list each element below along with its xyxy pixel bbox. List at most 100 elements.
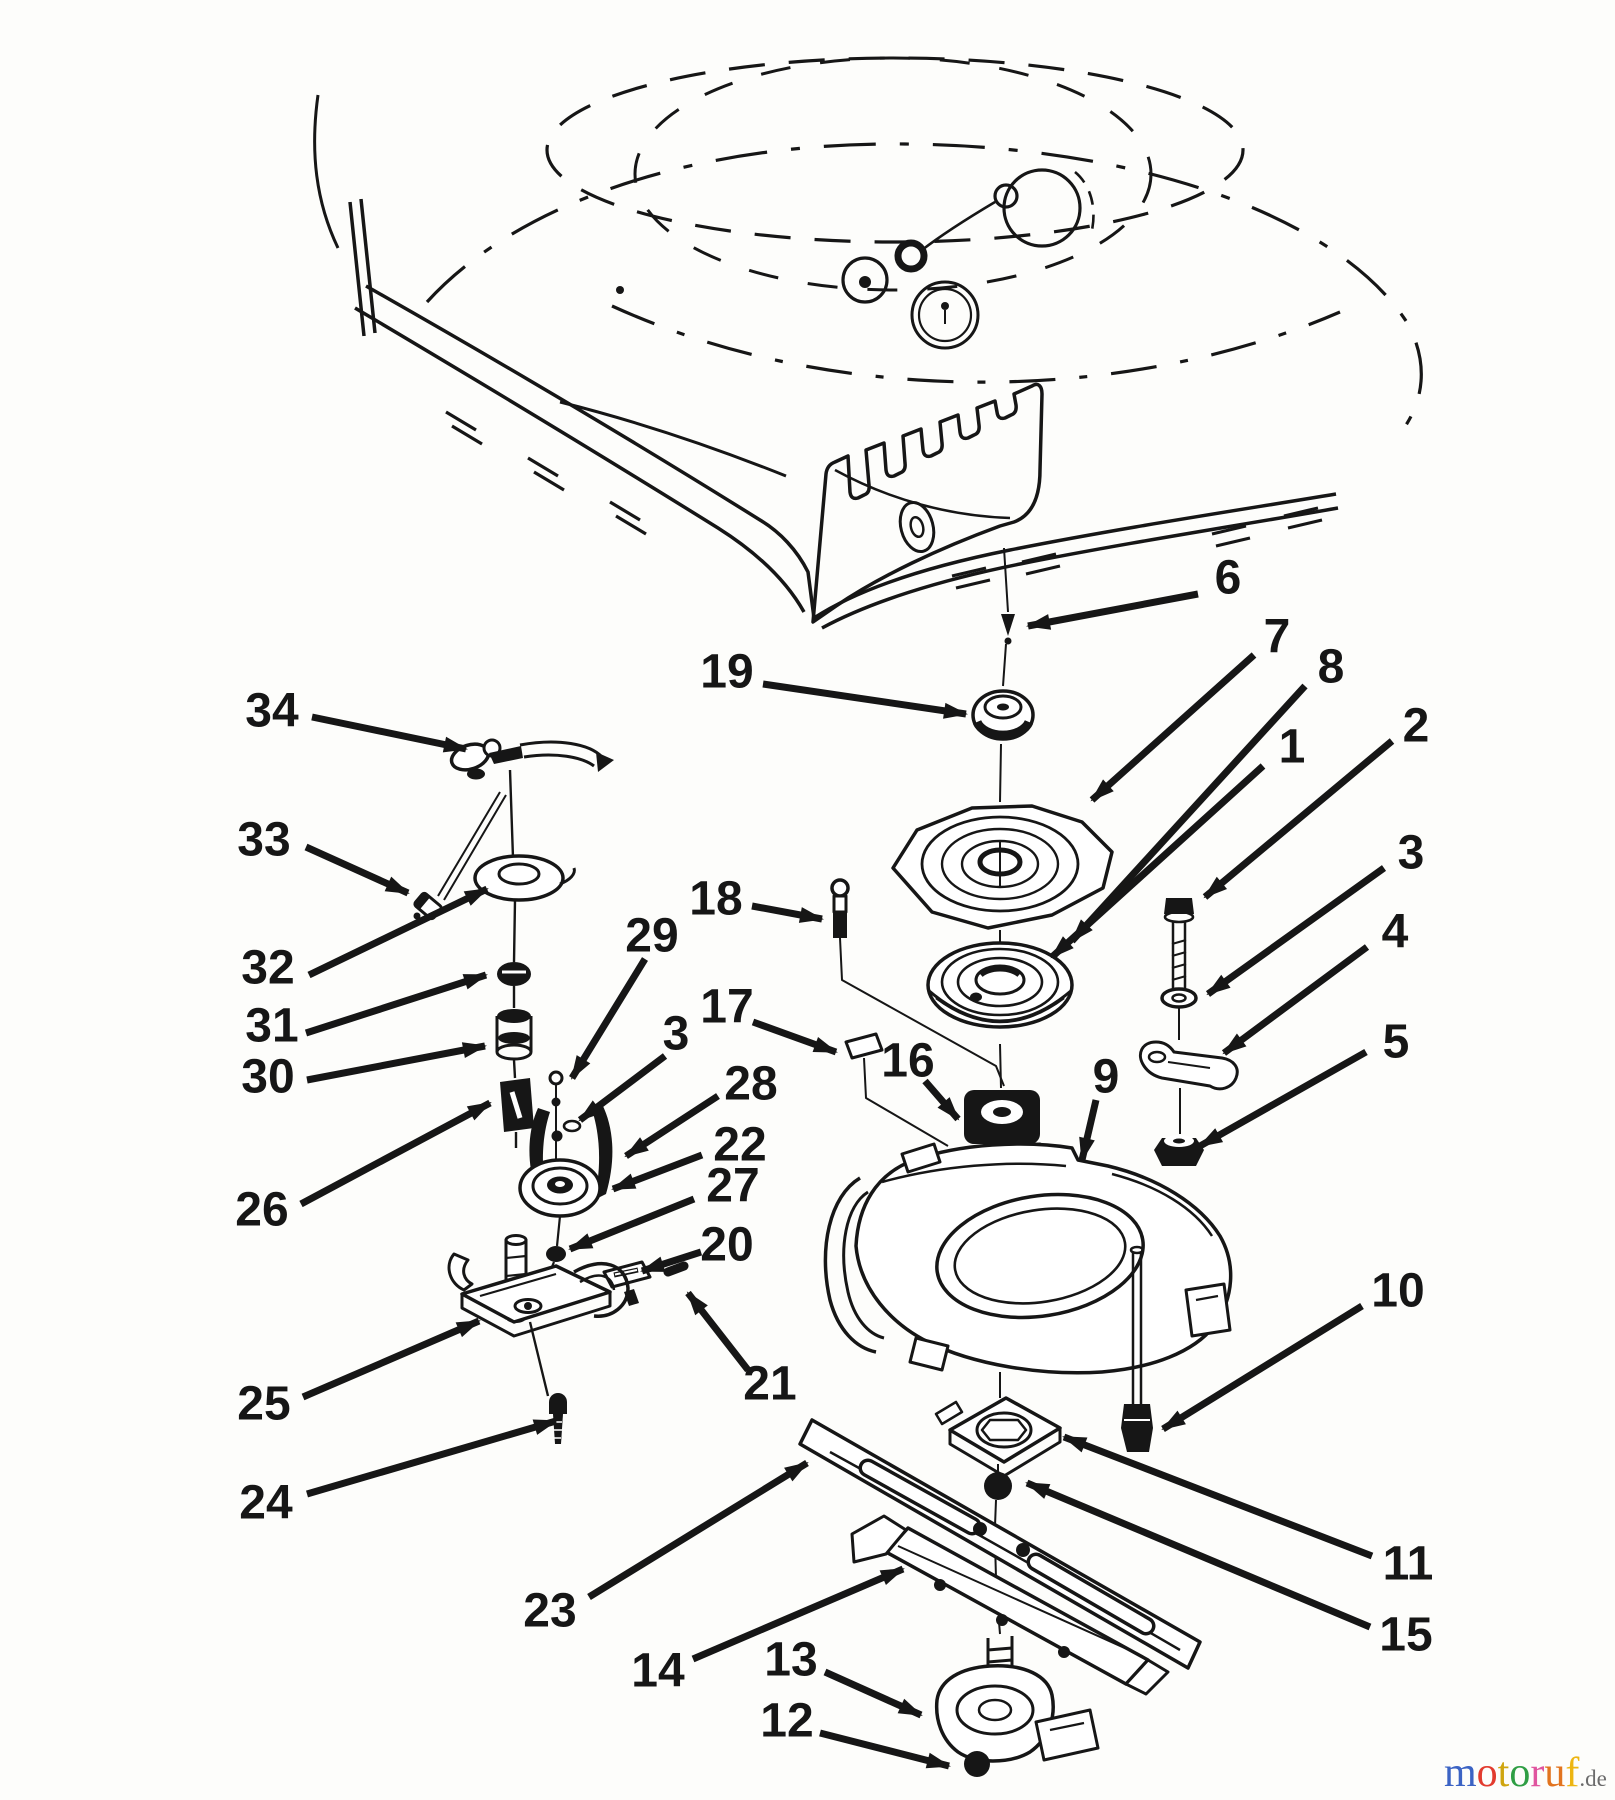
callout-leader-9-12 [1078,1099,1100,1162]
callout-label-26-28: 26 [235,1184,288,1237]
callout-label-17-14: 17 [700,981,753,1034]
washer-32 [473,854,576,902]
callout-leader-28-18 [624,1093,720,1159]
callout-label-20-21: 20 [700,1219,753,1272]
callout-leader-7-2 [1089,652,1257,803]
cam-lever-34 [449,738,614,780]
pin-6 [1001,614,1015,645]
bolt-2-assembly [1139,898,1239,1166]
callout-leader-17-14 [751,1018,838,1056]
spindle-shaft-end [986,1636,1014,1688]
bearing-19 [971,689,1035,741]
callout-label-34-23: 34 [245,685,299,738]
callout-leader-5-8 [1198,1048,1368,1150]
callout-label-29-16: 29 [625,910,678,963]
callout-leader-21-22 [685,1290,751,1373]
brake-fork-25 [447,1234,630,1338]
blade-23 [798,1418,1202,1670]
washer-31 [497,962,531,986]
callout-leader-16-13 [922,1078,961,1122]
callout-label-11-10: 11 [1383,1538,1434,1591]
watermark-letter: u [1544,1750,1566,1796]
spindle-housing-9 [823,1142,1233,1375]
idler-pulley-28 [518,1158,602,1301]
nut-retainer-11 [934,1396,1062,1478]
callout-leader-26-28 [299,1099,492,1208]
pin-21 [663,1261,689,1277]
callout-label-22-19: 22 [713,1119,766,1172]
callout-leader-8-3 [1069,683,1308,944]
callout-leader-30-27 [306,1042,487,1084]
callout-label-33-24: 33 [237,814,290,867]
callout-leader-23-31 [587,1460,809,1600]
blade-cup-13 [934,1664,1100,1763]
callout-label-3-17: 3 [663,1008,690,1061]
watermark-letter: t [1497,1750,1510,1796]
callout-label-24-30: 24 [239,1477,293,1530]
bolt-24 [549,1393,567,1444]
watermark-letter: o [1509,1750,1531,1796]
callout-label-32-25: 32 [241,942,294,995]
callout-label-7-2: 7 [1264,611,1291,664]
spindle-plate-7 [891,804,1114,930]
key-17 [844,1032,949,1147]
callout-label-31-26: 31 [245,1000,298,1053]
callout-leader-33-24 [304,843,410,897]
callout-label-9-12: 9 [1093,1051,1120,1104]
callout-label-4-7: 4 [1382,906,1409,959]
deck-hub-circles [616,168,1095,350]
key-26 [500,1078,534,1132]
callout-leader-11-10 [1062,1433,1374,1560]
callout-label-13-33: 13 [764,1634,817,1687]
callout-leader-2-5 [1202,738,1395,900]
bolt-12 [964,1751,990,1777]
callout-leader-19-1 [762,680,968,719]
callout-leader-3-17 [577,1053,668,1123]
callout-leader-12-34 [819,1729,951,1770]
callout-label-6-0: 6 [1215,552,1242,605]
callout-leader-31-26 [304,971,488,1037]
bolt-18 [830,878,1005,1087]
callout-label-8-3: 8 [1318,641,1345,694]
pulley-1 [926,941,1074,1029]
link-20 [602,1260,652,1306]
bolt-10 [1121,1245,1153,1452]
callout-leader-27-20 [568,1195,696,1253]
callout-label-18-15: 18 [689,873,742,926]
callout-leader-4-7 [1221,944,1370,1056]
callout-leader-34-23 [311,713,468,753]
callout-leader-25-29 [301,1317,481,1401]
callout-label-5-8: 5 [1383,1016,1410,1069]
blade-stiffener-14 [850,1514,1170,1696]
watermark-letter: o [1476,1750,1498,1796]
callout-leader-29-16 [569,957,648,1080]
callout-label-14-32: 14 [631,1645,685,1698]
callout-label-30-27: 30 [241,1051,294,1104]
bushing-30 [495,1009,533,1061]
callout-leader-13-33 [823,1668,923,1719]
callout-leader-10-9 [1161,1303,1364,1432]
watermark-suffix: .de [1579,1766,1607,1791]
watermark-logo: motoruf.de [1444,1752,1614,1798]
callout-leader-3-6 [1205,865,1387,997]
callout-leader-14-32 [691,1565,905,1663]
callout-label-1-4: 1 [1279,721,1306,774]
mower-deck-outline [313,56,1423,630]
callout-label-16-13: 16 [881,1035,934,1088]
idler-bolt-29 [548,1070,582,1162]
callout-label-23-31: 23 [523,1585,576,1638]
ball-27 [546,1246,566,1262]
callout-label-10-9: 10 [1371,1265,1424,1318]
shaft-axis-left [508,769,550,1397]
callout-label-25-29: 25 [237,1378,290,1431]
watermark-letter: f [1565,1750,1580,1796]
callout-leader-20-21 [640,1248,703,1275]
callout-leader-15-11 [1025,1479,1372,1631]
callout-label-15-11: 15 [1379,1609,1432,1662]
callout-leader-22-19 [611,1151,704,1193]
callout-leader-6-0 [1026,590,1199,630]
callout-label-28-18: 28 [724,1058,777,1111]
skirt-hatch-marks [445,410,1323,590]
